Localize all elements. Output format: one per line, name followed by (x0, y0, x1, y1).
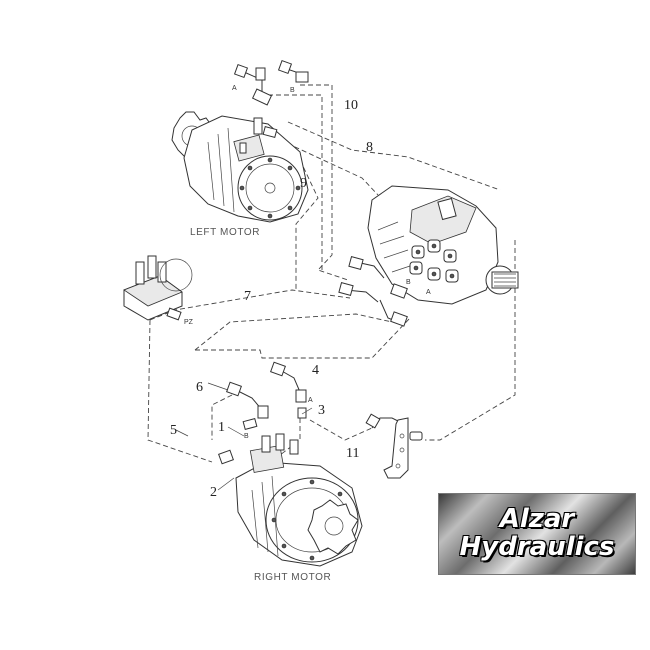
port-label-a-top: A (232, 85, 237, 92)
left-motor-bolts (239, 157, 301, 219)
port-labels: A B A B PZ A B (184, 85, 431, 440)
left-motor-fittings (233, 59, 309, 139)
left-motor-end-cover (237, 155, 303, 221)
port-label-b-pump: B (406, 279, 411, 286)
hose-line-7b (194, 313, 393, 351)
callout-6: 6 (196, 380, 203, 395)
alzar-hydraulics-logo: Alzar Hydraulics (438, 493, 636, 575)
hose-line-10 (300, 84, 349, 281)
left-motor-valve-block (233, 134, 265, 162)
hose-line-10b (268, 94, 323, 270)
hose-line-11 (309, 419, 373, 441)
right-motor-caption: RIGHT MOTOR (254, 572, 331, 583)
pump-top-plate (409, 195, 477, 245)
hose-4 (279, 369, 301, 393)
bracket-assembly (365, 413, 423, 479)
callout-1: 1 (218, 420, 225, 435)
left-motor (171, 59, 309, 223)
right-motor (218, 433, 363, 567)
pump-hose-fittings (338, 256, 408, 327)
port-label-b-right: B (244, 433, 249, 440)
mounting-bracket (383, 417, 409, 479)
callout-9: 9 (300, 176, 307, 191)
port-label-a-pump: A (426, 289, 431, 296)
port-label-a-right: A (308, 397, 313, 404)
valve-block-detail-circle (159, 258, 193, 292)
left-motor-caption: LEFT MOTOR (190, 227, 260, 238)
port-label-pz: PZ (184, 319, 194, 326)
callout-5: 5 (170, 423, 177, 438)
hose-line-8b (279, 139, 379, 196)
pump-ports (409, 239, 459, 283)
hose-line-8 (287, 121, 501, 191)
hydraulic-pump (338, 185, 519, 327)
hose-routing-lines (147, 84, 516, 463)
callout-7: 7 (244, 289, 251, 304)
pump-shaft (491, 271, 519, 289)
callout-8: 8 (366, 140, 373, 155)
logo-line-1: Alzar (499, 504, 575, 534)
hose-assemblies-4-6 (226, 361, 307, 431)
callout-leaders (175, 382, 313, 491)
hose-line-9 (295, 159, 319, 290)
valve-block (123, 255, 193, 321)
hose-line-11-return (425, 240, 516, 441)
callout-11: 11 (346, 446, 359, 461)
logo-line-2: Hydraulics (459, 532, 615, 562)
right-motor-sprocket (307, 499, 359, 555)
port-label-b-top: B (290, 87, 295, 94)
hose-line-4 (195, 317, 411, 359)
callout-3: 3 (318, 403, 325, 418)
callout-10: 10 (344, 98, 358, 113)
hose-line-5 (147, 319, 213, 463)
part-callouts: 1 2 3 4 5 6 7 8 9 10 11 (170, 98, 373, 500)
callout-4: 4 (312, 363, 319, 378)
callout-2: 2 (210, 485, 217, 500)
hose-line-right-motor (279, 410, 301, 456)
